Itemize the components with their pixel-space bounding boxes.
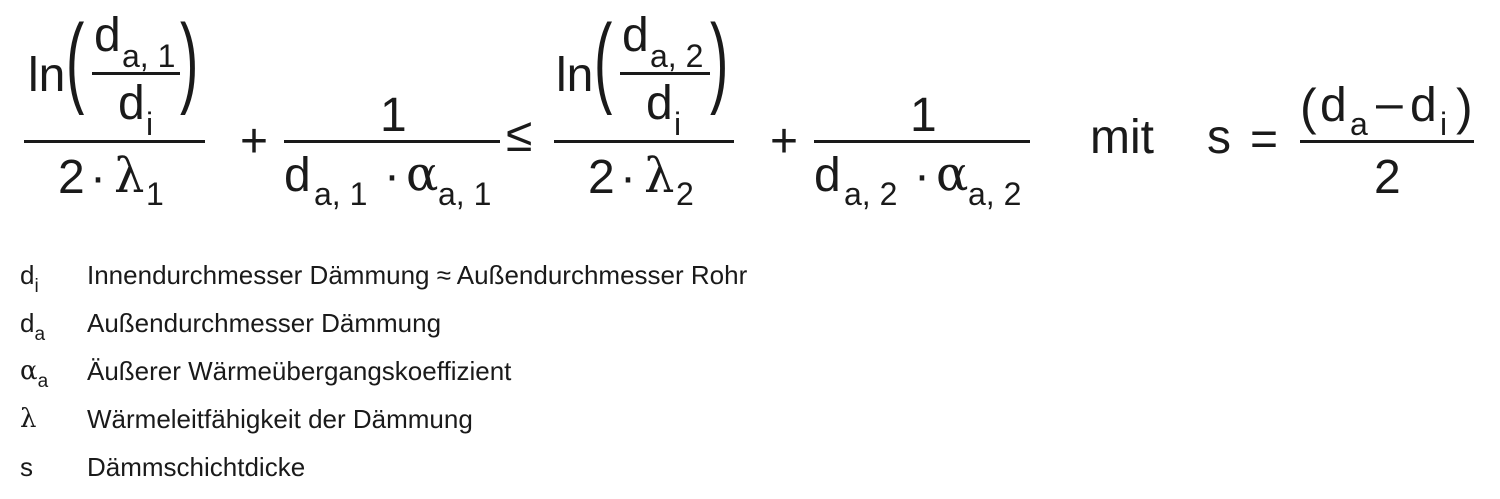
subscript-a1: a, 1 — [438, 176, 492, 212]
legend-text: Wärmeleitfähigkeit der Dämmung — [87, 404, 473, 434]
legend-text: Innendurchmesser Dämmung ≈ Außendurchmes… — [87, 260, 748, 290]
subscript-2: 2 — [676, 176, 694, 212]
one: 1 — [910, 89, 937, 142]
denominator-d: d — [646, 77, 673, 130]
two: 2 — [588, 151, 615, 204]
left-paren: ( — [66, 4, 85, 116]
legend-subscript: i — [34, 276, 39, 297]
fraction-bar-2 — [284, 140, 500, 143]
legend-text: Außendurchmesser Dämmung — [87, 308, 442, 338]
fraction-bar-5 — [1300, 140, 1474, 143]
legend-symbol: α — [20, 356, 38, 386]
alpha-symbol: α — [406, 146, 439, 202]
numerator-d: d — [622, 9, 649, 62]
legend-text: Äußerer Wärmeübergangskoeffizient — [87, 356, 512, 386]
plus-sign: + — [770, 115, 799, 168]
plus-sign: + — [240, 115, 269, 168]
subscript-i: i — [1440, 106, 1448, 142]
subscript-a2: a, 2 — [650, 38, 704, 74]
legend-symbol: d — [20, 308, 35, 338]
left-paren: ( — [594, 4, 613, 116]
inner-fraction-bar — [92, 72, 180, 75]
subscript-i: i — [674, 106, 682, 142]
subscript-a2: a, 2 — [968, 176, 1022, 212]
ln-label: ln — [28, 49, 66, 102]
lambda-symbol: λ — [644, 148, 675, 204]
minus-sign: – — [1376, 77, 1403, 130]
mit-label: mit — [1090, 111, 1154, 164]
subscript-a1: a, 1 — [122, 38, 176, 74]
fraction-bar-3 — [554, 140, 734, 143]
less-equal-sign: ≤ — [506, 109, 533, 162]
s-symbol: s — [1207, 111, 1231, 164]
equals-sign: = — [1250, 113, 1279, 166]
fraction-bar-1 — [24, 140, 205, 143]
legend-symbol: s — [20, 452, 33, 482]
d-symbol: d — [814, 149, 841, 202]
subscript-i: i — [146, 106, 154, 142]
subscript-a: a — [1350, 106, 1368, 142]
d-symbol: d — [284, 149, 311, 202]
alpha-symbol: α — [936, 146, 969, 202]
dot: · — [384, 149, 400, 202]
dot: · — [914, 149, 930, 202]
legend-subscript: a — [34, 324, 46, 345]
two: 2 — [1374, 151, 1401, 204]
ln-label: ln — [556, 49, 594, 102]
fraction-bar-4 — [814, 140, 1030, 143]
left-paren: ( — [1300, 79, 1317, 135]
subscript-1: 1 — [146, 176, 164, 212]
lambda-symbol: λ — [114, 148, 145, 204]
legend-symbol: λ — [20, 404, 37, 434]
legend-symbol: d — [20, 260, 35, 290]
one: 1 — [380, 89, 407, 142]
denominator-d: d — [118, 77, 145, 130]
dot: · — [90, 151, 106, 204]
legend-text: Dämmschichtdicke — [87, 452, 306, 482]
numerator-d: d — [94, 9, 121, 62]
dot: · — [620, 151, 636, 204]
inner-fraction-bar — [620, 72, 710, 75]
right-paren: ) — [710, 4, 729, 116]
legend-subscript: a — [37, 371, 49, 392]
right-paren: ) — [1456, 79, 1473, 135]
right-paren: ) — [180, 4, 199, 116]
d-symbol: d — [1410, 79, 1437, 132]
two: 2 — [58, 151, 85, 204]
d-symbol: d — [1320, 79, 1347, 132]
subscript-a1: a, 1 — [314, 176, 368, 212]
subscript-a2: a, 2 — [844, 176, 898, 212]
